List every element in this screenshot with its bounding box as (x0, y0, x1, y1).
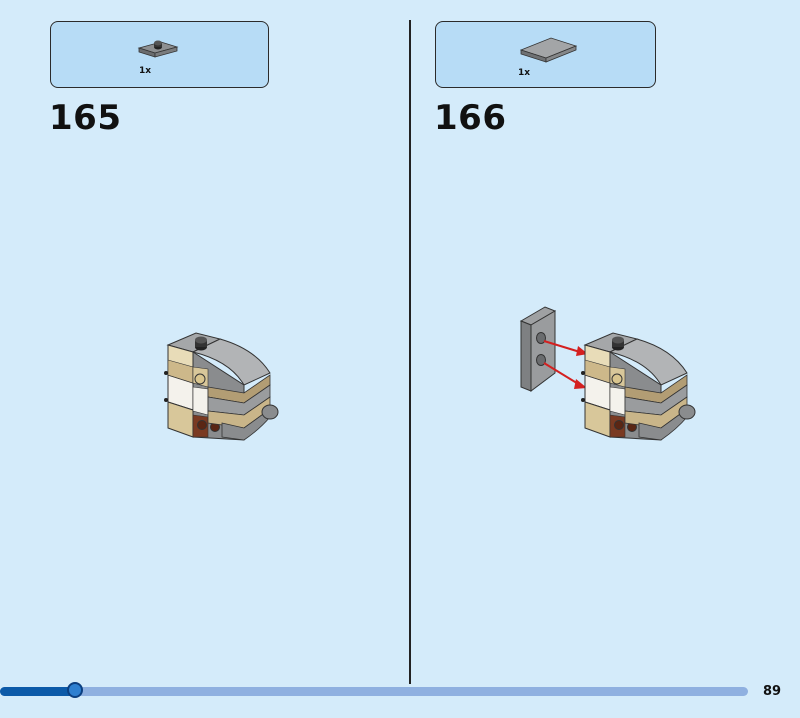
dark-gray-plate-with-center-stud-icon (137, 40, 179, 58)
progress-fill (0, 687, 75, 696)
progress-knob (67, 682, 83, 698)
part-quantity: 1x (518, 68, 531, 78)
step-number: 165 (49, 98, 122, 138)
parts-callout: 1x (435, 21, 656, 88)
attach-arrows (543, 340, 588, 389)
step-number: 166 (434, 98, 507, 138)
attaching-tile (519, 306, 557, 392)
parts-callout: 1x (50, 21, 269, 88)
progress-track (0, 687, 748, 696)
step-165: 1x 165 (0, 0, 410, 690)
step-166: 1x 166 (411, 0, 800, 690)
brick-assembly-model (581, 332, 696, 441)
page-number: 89 (763, 684, 782, 699)
light-gray-tile-icon (519, 37, 578, 63)
brick-assembly-model (164, 332, 279, 441)
page-divider (409, 20, 411, 684)
part-quantity: 1x (139, 66, 152, 76)
